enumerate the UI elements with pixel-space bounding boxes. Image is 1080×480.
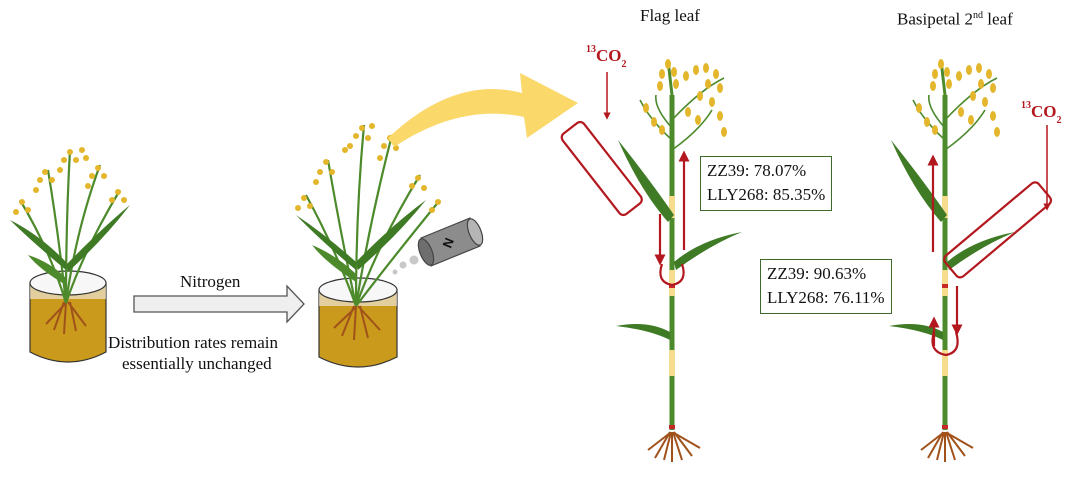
co2-label-flag: 13CO2 xyxy=(586,44,627,71)
distribution-note-line1: Distribution rates remain xyxy=(108,333,278,353)
stat-zz39: ZZ39: 78.07% xyxy=(707,161,807,180)
basipetal-leaf-title: Basipetal 2nd leaf xyxy=(897,9,1013,29)
basipetal-leaf-flow-arrows xyxy=(927,125,1053,357)
distribution-note-line2: essentially unchanged xyxy=(122,354,272,374)
labeled-leaf-box-flag xyxy=(560,120,643,217)
flag-leaf-flow-arrows xyxy=(560,72,690,287)
nitrogen-canister-icon xyxy=(392,217,484,275)
treatment-arrow xyxy=(133,284,305,324)
flag-leaf-title: Flag leaf xyxy=(640,6,700,25)
basipetal-leaf-stats-box: ZZ39: 90.63% LLY268: 76.11% xyxy=(760,259,892,314)
stat-lly268: LLY268: 85.35% xyxy=(707,185,826,204)
co2-label-basipetal: 13CO2 xyxy=(1021,100,1062,127)
plant-control xyxy=(10,147,130,304)
stat-lly268: LLY268: 76.11% xyxy=(767,288,885,307)
nitrogen-label: Nitrogen xyxy=(180,272,241,291)
labeled-leaf-box-basipetal xyxy=(943,181,1053,279)
plant-basipetal-leaf xyxy=(889,59,1015,462)
plant-nitrogen xyxy=(295,123,441,307)
stat-zz39: ZZ39: 90.63% xyxy=(767,264,867,283)
plant-flag-leaf xyxy=(616,59,742,462)
flag-leaf-stats-box: ZZ39: 78.07% LLY268: 85.35% xyxy=(700,156,833,211)
transition-arrow xyxy=(388,73,578,147)
